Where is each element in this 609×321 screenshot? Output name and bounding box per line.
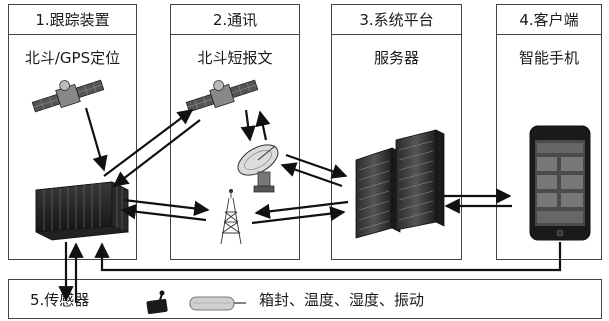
arrows bbox=[58, 107, 562, 302]
temperature-probe-icon bbox=[189, 296, 246, 311]
panel-title: 3.系统平台 bbox=[332, 5, 461, 35]
panel-subtitle: 北斗/GPS定位 bbox=[24, 49, 121, 67]
panel-title: 2.通讯 bbox=[171, 5, 299, 35]
panel-subtitle: 北斗短报文 bbox=[197, 49, 273, 67]
shipping-container-icon bbox=[35, 181, 129, 241]
panel-title: 1.跟踪装置 bbox=[9, 5, 136, 35]
panel-subtitle: 服务器 bbox=[373, 49, 419, 67]
server-rack-icon bbox=[355, 129, 445, 239]
panel-title: 4.客户端 bbox=[497, 5, 601, 35]
satellite-icon bbox=[185, 79, 259, 113]
smartphone-icon bbox=[529, 125, 591, 241]
radio-tower-icon bbox=[220, 188, 242, 245]
sensor-description: 箱封、温度、湿度、振动 bbox=[259, 291, 425, 309]
satellite-icon bbox=[31, 79, 105, 113]
panel-subtitle: 智能手机 bbox=[518, 49, 579, 67]
satellite-dish-icon bbox=[237, 144, 279, 193]
seal-sensor-icon bbox=[146, 290, 168, 315]
sensor-panel: 5.传感器 箱封、温度、湿度、振动 bbox=[8, 279, 602, 319]
